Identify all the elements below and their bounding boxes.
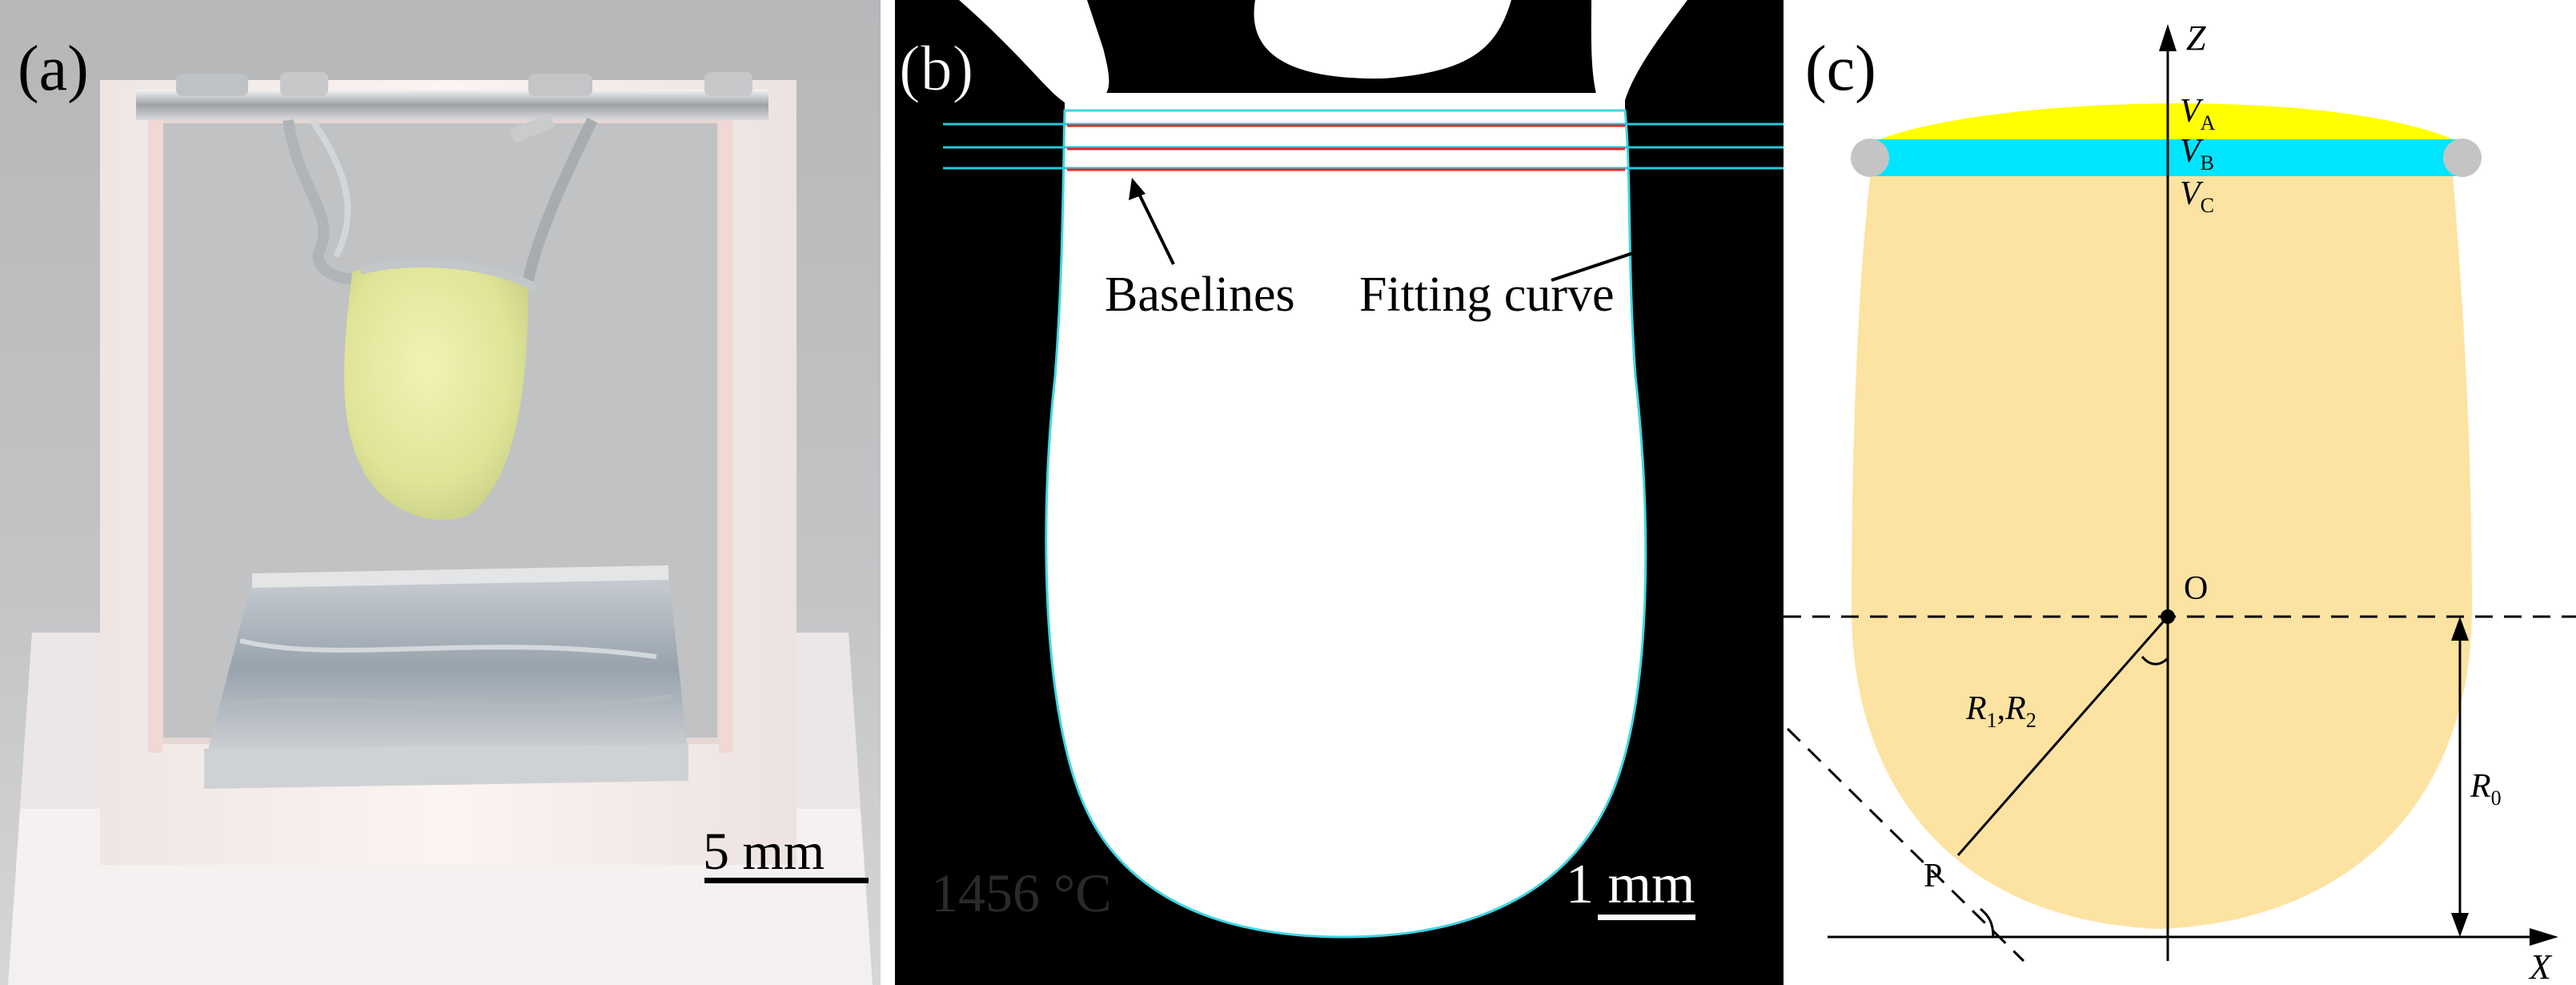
fitting-curve-label: Fitting curve	[1359, 267, 1615, 322]
origin-label: O	[2184, 570, 2208, 607]
droplet-silhouette	[1045, 109, 1647, 939]
volume-a-region	[1872, 103, 2460, 143]
droplet-body	[1852, 164, 2472, 929]
panel-a-photo: (a) 5 mm	[0, 0, 881, 985]
tangent-line	[1786, 727, 2025, 963]
x-axis-label: X	[2528, 947, 2553, 985]
angle-arc-p	[1980, 907, 1995, 938]
collecting-pan	[204, 573, 688, 765]
baselines-arrow	[1134, 185, 1175, 265]
volume-b-region	[1870, 139, 2462, 176]
silhouette-image: Baselines Fitting curve (b) 1456 °C 1 mm	[895, 0, 1784, 985]
panel-a-label: (a)	[18, 34, 89, 104]
panel-a-scale-label: 5 mm	[703, 822, 825, 881]
panel-b-scale-label: 1 mm	[1566, 854, 1695, 915]
radius-line	[1956, 616, 2169, 856]
fitting-curve-arrow	[1551, 247, 1648, 282]
panel-b-silhouette: Baselines Fitting curve (b) 1456 °C 1 mm	[895, 0, 1784, 985]
holder-left	[959, 0, 1109, 104]
z-axis-label: Z	[2186, 18, 2206, 58]
volume-c-label: VC	[2180, 175, 2214, 217]
volume-a-label: VA	[2180, 93, 2216, 135]
glass-sample	[344, 263, 528, 521]
panel-a-scale-bar	[704, 878, 869, 883]
point-p-label: P	[1924, 858, 1942, 895]
holder-right	[1591, 0, 1687, 100]
panel-c-schematic: Z X O P R1,R2 R0 VA VB VC (c)	[1784, 0, 2576, 985]
radius-label: R1,R2	[1965, 690, 2036, 732]
r0-label: R0	[2470, 768, 2502, 810]
droplet-schematic: Z X O P R1,R2 R0 VA VB VC (c)	[1784, 0, 2576, 985]
volume-b-label: VB	[2180, 133, 2214, 175]
baselines-label: Baselines	[1105, 267, 1295, 322]
x-axis-arrow	[2530, 928, 2558, 946]
panel-b-label: (b)	[899, 34, 973, 104]
rim-left	[1851, 139, 1889, 177]
temperature-label: 1456 °C	[931, 862, 1112, 923]
photo-illustration: (a) 5 mm	[0, 0, 881, 985]
z-axis-arrow	[2159, 24, 2177, 51]
rim-right	[2443, 139, 2482, 177]
panel-c-label: (c)	[1805, 34, 1876, 104]
panel-b-scale-bar	[1598, 915, 1695, 920]
angle-arc-o	[2141, 655, 2169, 665]
